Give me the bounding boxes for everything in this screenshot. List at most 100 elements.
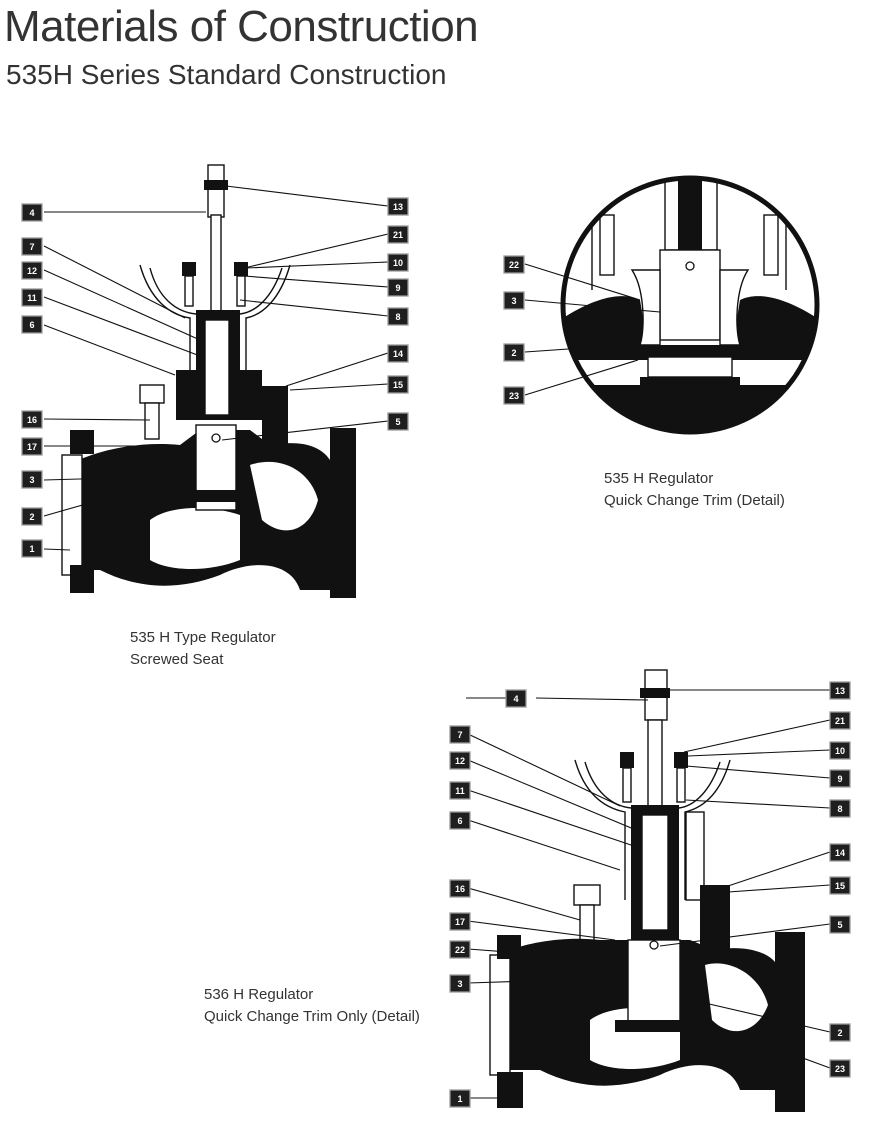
svg-text:23: 23 [509, 391, 519, 401]
callout-536-1: 1 [449, 1089, 471, 1108]
figure-535h-caption: 535 H Type Regulator Screwed Seat [130, 627, 276, 671]
svg-text:12: 12 [27, 266, 37, 276]
callout-536-10: 10 [829, 741, 851, 760]
svg-text:16: 16 [27, 415, 37, 425]
svg-text:5: 5 [837, 920, 842, 930]
callout-7: 7 [21, 237, 43, 256]
svg-text:6: 6 [457, 816, 462, 826]
callout-4: 4 [21, 203, 43, 222]
svg-text:14: 14 [393, 349, 403, 359]
svg-text:15: 15 [835, 881, 845, 891]
callout-536-11: 11 [449, 781, 471, 800]
callout-536-12: 12 [449, 751, 471, 770]
callout-5: 5 [387, 412, 409, 431]
callout-1: 1 [21, 539, 43, 558]
callout-2: 2 [21, 507, 43, 526]
figure-detail-caption: 535 H Regulator Quick Change Trim (Detai… [604, 468, 785, 512]
detail-callout-2: 2 [503, 343, 525, 362]
callout-536-21: 21 [829, 711, 851, 730]
caption-line: Quick Change Trim Only (Detail) [204, 1008, 420, 1025]
detail-callout-3: 3 [503, 291, 525, 310]
callout-536-17: 17 [449, 912, 471, 931]
callout-10: 10 [387, 253, 409, 272]
svg-text:7: 7 [457, 730, 462, 740]
svg-text:1: 1 [457, 1094, 462, 1104]
callout-536-14: 14 [829, 843, 851, 862]
svg-text:4: 4 [29, 208, 34, 218]
callout-13: 13 [387, 197, 409, 216]
svg-text:9: 9 [837, 774, 842, 784]
caption-line: 535 H Type Regulator [130, 629, 276, 646]
detail-callout-23: 23 [503, 386, 525, 405]
svg-text:16: 16 [455, 884, 465, 894]
svg-text:2: 2 [29, 512, 34, 522]
callout-8: 8 [387, 307, 409, 326]
svg-text:12: 12 [455, 756, 465, 766]
caption-line: 536 H Regulator [204, 986, 314, 1003]
regulator-535h-leaders [43, 185, 389, 551]
svg-text:5: 5 [395, 417, 400, 427]
svg-text:21: 21 [835, 716, 845, 726]
callout-536-7: 7 [449, 725, 471, 744]
callout-536-8: 8 [829, 799, 851, 818]
callout-536-15: 15 [829, 876, 851, 895]
svg-text:10: 10 [393, 258, 403, 268]
page-title: Materials of Construction [4, 2, 479, 51]
caption-line: Quick Change Trim (Detail) [604, 492, 785, 509]
figure-536h-caption: 536 H Regulator Quick Change Trim Only (… [204, 984, 420, 1028]
svg-text:7: 7 [29, 242, 34, 252]
svg-text:17: 17 [455, 917, 465, 927]
callout-536-4: 4 [505, 689, 527, 708]
quick-change-trim-detail-drawing [524, 175, 820, 435]
svg-text:6: 6 [29, 320, 34, 330]
callout-12: 12 [21, 261, 43, 280]
svg-text:10: 10 [835, 746, 845, 756]
svg-text:22: 22 [455, 945, 465, 955]
svg-text:14: 14 [835, 848, 845, 858]
caption-line: Screwed Seat [130, 651, 224, 668]
svg-text:4: 4 [513, 694, 518, 704]
callout-536-3: 3 [449, 974, 471, 993]
svg-text:3: 3 [29, 475, 34, 485]
regulator-536h-leaders [466, 689, 831, 1099]
callout-536-23: 23 [829, 1059, 851, 1078]
callout-536-9: 9 [829, 769, 851, 788]
svg-text:1: 1 [29, 544, 34, 554]
callout-536-2: 2 [829, 1023, 851, 1042]
callout-21: 21 [387, 225, 409, 244]
callout-15: 15 [387, 375, 409, 394]
caption-line: 535 H Regulator [604, 470, 714, 487]
svg-text:23: 23 [835, 1064, 845, 1074]
callout-536-5: 5 [829, 915, 851, 934]
regulator-535h-drawing [61, 164, 356, 598]
svg-text:9: 9 [395, 283, 400, 293]
page-subtitle: 535H Series Standard Construction [6, 59, 447, 90]
svg-text:8: 8 [837, 804, 842, 814]
callout-16: 16 [21, 410, 43, 429]
callout-14: 14 [387, 344, 409, 363]
callout-536-13: 13 [829, 681, 851, 700]
svg-text:8: 8 [395, 312, 400, 322]
detail-callout-22: 22 [503, 255, 525, 274]
svg-text:22: 22 [509, 260, 519, 270]
callout-11: 11 [21, 288, 43, 307]
svg-text:21: 21 [393, 230, 403, 240]
callout-536-6: 6 [449, 811, 471, 830]
svg-text:2: 2 [837, 1028, 842, 1038]
svg-text:11: 11 [27, 293, 37, 303]
svg-text:13: 13 [393, 202, 403, 212]
svg-text:2: 2 [511, 348, 516, 358]
callout-6: 6 [21, 315, 43, 334]
svg-text:13: 13 [835, 686, 845, 696]
callout-536-16: 16 [449, 879, 471, 898]
svg-text:3: 3 [511, 296, 516, 306]
callout-9: 9 [387, 278, 409, 297]
callout-17: 17 [21, 437, 43, 456]
svg-text:11: 11 [455, 786, 465, 796]
svg-text:3: 3 [457, 979, 462, 989]
svg-text:17: 17 [27, 442, 37, 452]
svg-text:15: 15 [393, 380, 403, 390]
callout-536-22: 22 [449, 940, 471, 959]
regulator-536h-drawing [489, 669, 805, 1112]
